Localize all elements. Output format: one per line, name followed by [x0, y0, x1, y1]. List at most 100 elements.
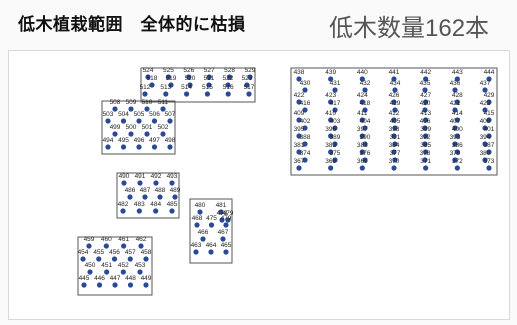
shrub-number-label: 463 — [191, 242, 202, 249]
shrub-number-label: 381 — [294, 142, 305, 149]
shrub-number-label: 503 — [103, 111, 114, 118]
shrub-number-label: 449 — [141, 275, 152, 282]
shrub-marker — [112, 106, 118, 112]
shrub-number-label: 462 — [136, 236, 147, 243]
shrub-marker — [296, 76, 302, 82]
shrub-marker — [392, 141, 398, 147]
shrub-number-label: 520 — [185, 75, 196, 82]
shrub-marker — [482, 141, 488, 147]
shrub-number-label: 492 — [151, 173, 162, 180]
shrub-count-label: 低木数量162本 — [329, 15, 490, 42]
shrub-marker — [359, 99, 365, 105]
shrub-marker — [167, 118, 173, 124]
shrub-number-label: 446 — [94, 275, 105, 282]
shrub-marker — [208, 222, 215, 228]
shrub-marker — [206, 82, 212, 88]
shrub-number-label: 490 — [119, 173, 130, 180]
shrub-marker — [149, 82, 155, 88]
shrub-number-label: 529 — [245, 67, 256, 74]
shrub-marker — [302, 107, 308, 113]
shrub-marker — [362, 157, 368, 163]
shrub-number-label: 374 — [300, 150, 311, 157]
shrub-number-label: 508 — [110, 99, 121, 106]
shrub-number-label: 495 — [118, 137, 129, 144]
planting-area-boundary — [140, 67, 256, 103]
shrub-number-label: 429 — [484, 92, 495, 99]
shrub-marker — [362, 141, 368, 147]
shrub-marker — [296, 117, 302, 123]
shrub-marker — [167, 144, 173, 150]
shrub-number-label: 456 — [109, 249, 120, 256]
shrub-marker — [120, 208, 126, 214]
shrub-number-label: 513 — [160, 84, 171, 91]
shrub-number-label: 376 — [360, 150, 371, 157]
shrub-number-label: 501 — [142, 124, 153, 131]
shrub-marker — [127, 194, 133, 200]
shrub-marker — [296, 99, 302, 105]
shrub-marker — [359, 117, 365, 123]
shrub-marker — [144, 106, 150, 112]
shrub-number-label: 370 — [389, 158, 400, 165]
shrub-number-label: 514 — [181, 84, 192, 91]
shrub-number-label: 527 — [204, 67, 215, 74]
shrub-number-label: 367 — [294, 158, 305, 165]
shrub-number-label: 491 — [135, 173, 146, 180]
shrub-marker — [144, 131, 150, 137]
shrub-number-label: 483 — [134, 201, 145, 208]
shrub-marker — [80, 256, 86, 262]
shrub-number-label: 500 — [126, 124, 137, 131]
shrub-number-label: 393 — [450, 134, 461, 141]
shrub-number-label: 499 — [110, 124, 121, 131]
shrub-number-label: 455 — [93, 249, 104, 256]
shrub-number-label: 435 — [420, 80, 431, 87]
shrub-number-label: 378 — [420, 150, 431, 157]
shrub-marker — [193, 249, 199, 255]
shrub-number-label: 403 — [330, 118, 341, 125]
shrub-number-label: 438 — [294, 69, 305, 76]
shrub-number-label: 523 — [242, 75, 253, 82]
shrub-number-label: 525 — [163, 67, 174, 74]
shrub-marker — [247, 74, 253, 80]
shrub-marker — [223, 222, 229, 228]
shrub-number-label: 369 — [357, 158, 368, 165]
shrub-number-label: 487 — [140, 187, 151, 194]
shrub-marker — [359, 76, 365, 82]
shrub-number-label: 414 — [452, 110, 463, 117]
shrub-marker — [145, 74, 151, 80]
shrub-marker — [218, 209, 224, 215]
shrub-marker — [423, 133, 429, 139]
shrub-number-label: 418 — [360, 100, 371, 107]
shrub-number-label: 461 — [118, 236, 129, 243]
shrub-number-label: 522 — [223, 75, 234, 82]
shrub-marker — [391, 133, 397, 139]
shrub-number-label: 406 — [420, 118, 431, 125]
shrub-marker — [120, 269, 126, 275]
shrub-marker — [142, 91, 148, 97]
shrub-marker — [452, 107, 458, 113]
shrub-marker — [165, 74, 171, 80]
shrub-number-label: 484 — [150, 201, 161, 208]
shrub-marker — [96, 256, 102, 262]
shrub-number-label: 460 — [101, 236, 112, 243]
shrub-number-label: 516 — [223, 84, 234, 91]
site-plan-frame — [8, 50, 510, 320]
shrub-marker — [328, 76, 334, 82]
shrub-number-label: 504 — [118, 111, 129, 118]
shrub-marker — [332, 125, 338, 131]
shrub-number-label: 458 — [141, 249, 152, 256]
shrub-marker — [423, 149, 429, 155]
shrub-marker — [423, 99, 429, 105]
shrub-number-label: 439 — [325, 69, 336, 76]
shrub-number-label: 408 — [480, 118, 491, 125]
shrub-marker — [151, 144, 158, 150]
shrub-number-label: 448 — [125, 275, 136, 282]
shrub-number-label: 498 — [165, 137, 176, 144]
shrub-number-label: 454 — [78, 249, 89, 256]
shrub-marker — [112, 131, 118, 137]
planting-area-boundary — [116, 172, 180, 219]
shrub-marker — [391, 117, 397, 123]
shrub-number-label: 399 — [420, 126, 431, 133]
shrub-marker — [328, 149, 334, 155]
shrub-number-label: 485 — [167, 201, 178, 208]
